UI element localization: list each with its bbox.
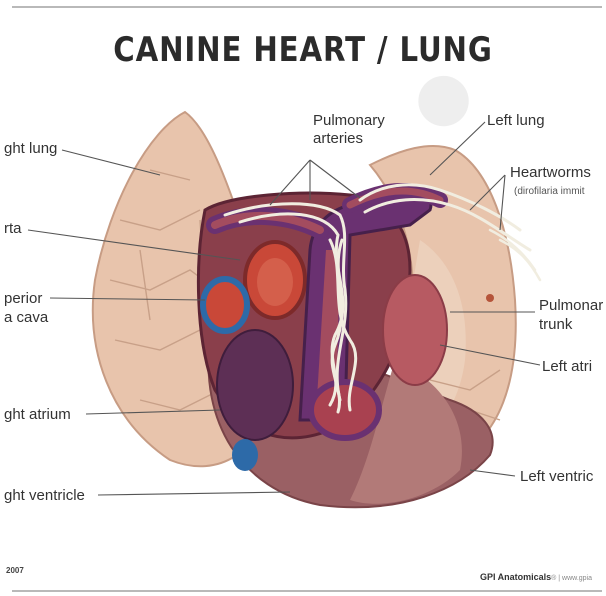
label-pulmonary-trunk-line2: trunk: [539, 316, 572, 334]
label-pulmonary-arteries-line1: Pulmonary: [313, 112, 385, 130]
label-left-atrium: Left atri: [542, 358, 592, 376]
label-left-lung: Left lung: [487, 112, 545, 130]
right-ventricle-chamber: [311, 382, 379, 438]
vena-cava-inferior-shape: [232, 439, 258, 471]
brand-suffix: ® | www.gpia: [551, 575, 592, 582]
label-right-ventricle: ght ventricle: [4, 487, 85, 505]
label-right-atrium: ght atrium: [4, 406, 71, 424]
copyright-year: 2007: [6, 566, 24, 575]
label-left-ventricle: Left ventric: [520, 468, 593, 486]
label-aorta: rta: [4, 220, 22, 238]
superior-vena-cava-shape: [203, 279, 247, 331]
brand-footer: GPI Anatomicals® | www.gpia: [480, 572, 592, 582]
label-pulmonary-arteries-line2: arteries: [313, 130, 363, 148]
label-superior-vena-cava-line2: a cava: [4, 309, 48, 327]
brand-name: GPI Anatomicals: [480, 572, 551, 582]
label-superior-vena-cava-line1: perior: [4, 290, 42, 308]
label-pulmonary-trunk-line1: Pulmonar: [539, 297, 603, 315]
left-lung-lesion: [486, 294, 494, 302]
label-right-lung: ght lung: [4, 140, 57, 158]
right-atrium-shape: [217, 330, 293, 440]
left-atrium-shape: [383, 275, 447, 385]
label-heartworms: Heartworms: [510, 164, 591, 182]
label-heartworms-scientific: (dirofilaria immit: [514, 183, 585, 201]
